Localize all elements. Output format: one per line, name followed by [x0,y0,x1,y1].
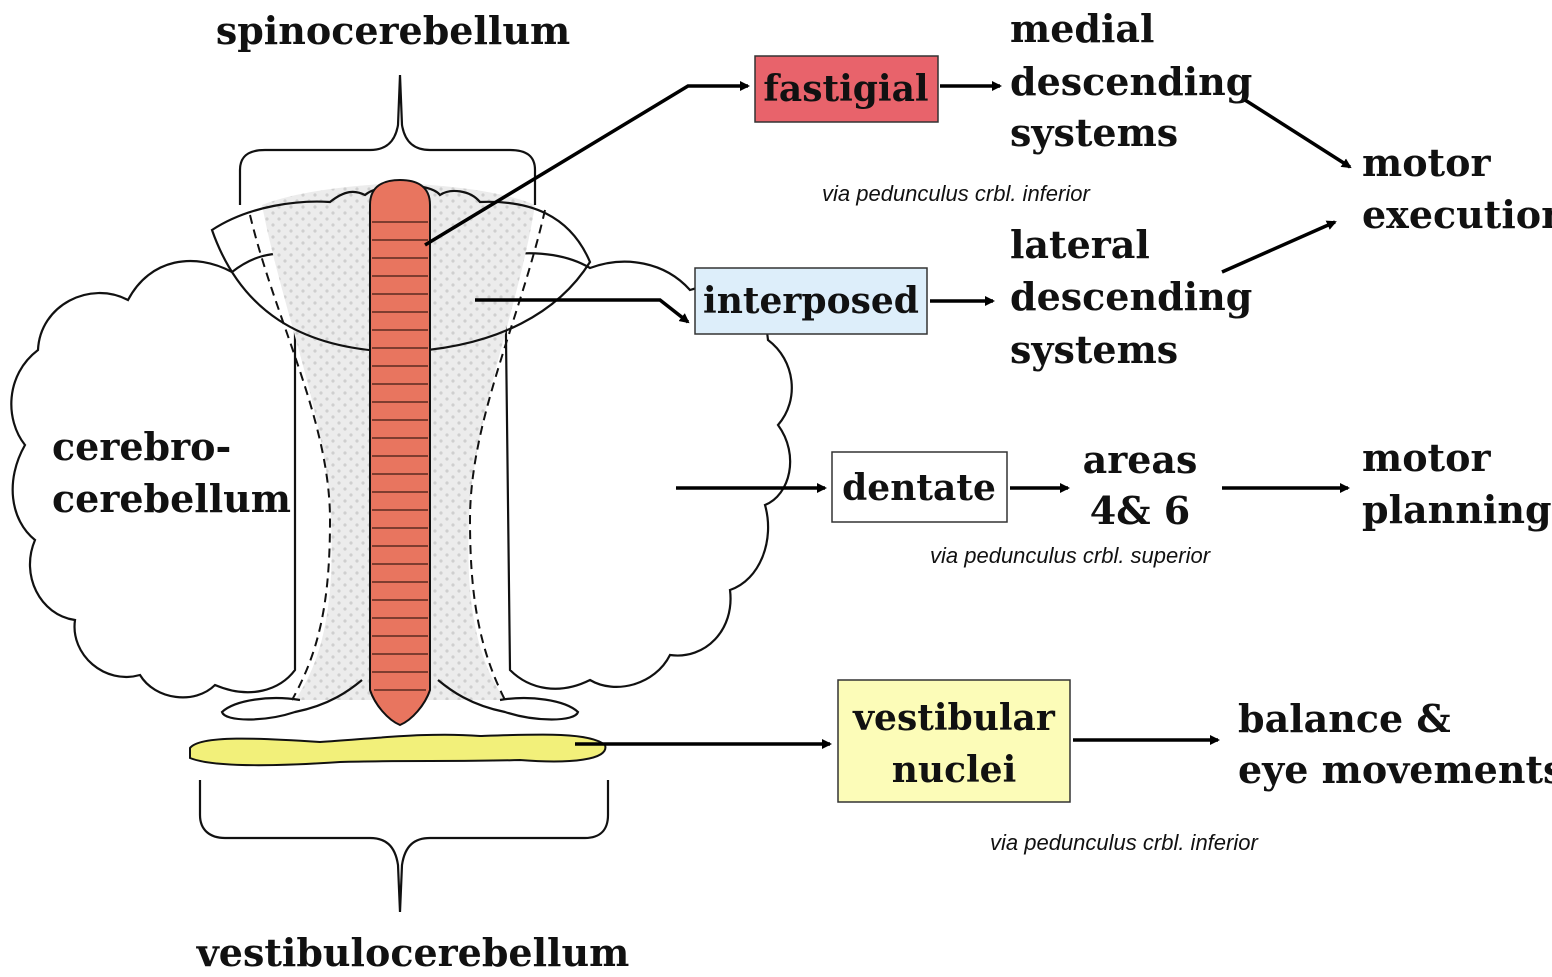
lateral-descending-line2: descending [1010,274,1252,319]
vestibular-pathway-note: via pedunculus crbl. inferior [990,830,1259,855]
medial-descending-line1: medial [1010,6,1154,51]
vestibular-label-line1: vestibular [852,697,1056,739]
lateral-to-execution-arrow [1222,222,1335,272]
vestibulocerebellum-brace [200,780,608,912]
dentate-pathway-note: via pedunculus crbl. superior [930,543,1212,568]
vermis [370,180,430,725]
vestibular-label-line2: nuclei [892,749,1017,791]
areas-line2: 4& 6 [1090,488,1190,533]
spinocerebellum-label: spinocerebellum [216,8,570,53]
fastigial-pathway-note: via pedunculus crbl. inferior [822,181,1091,206]
balance-line2: eye movements [1238,747,1552,792]
cerebrocerebellum-label-line1: cerebro- [52,424,231,469]
motor-planning-line2: planning [1362,487,1552,532]
medial-to-execution-arrow [1245,100,1350,167]
balance-line1: balance & [1238,696,1451,741]
vestibulocerebellum-label: vestibulocerebellum [196,930,630,975]
areas-line1: areas [1083,437,1198,482]
dentate-label: dentate [842,467,996,509]
motor-execution-line1: motor [1362,140,1491,185]
motor-planning-line1: motor [1362,435,1491,480]
lateral-descending-line3: systems [1010,327,1178,372]
motor-execution-line2: execution [1362,192,1552,237]
fastigial-label: fastigial [763,68,928,110]
medial-descending-line3: systems [1010,110,1178,155]
flocculonodular-lobe [190,735,605,766]
cerebrocerebellum-label-line2: cerebellum [52,476,291,521]
lateral-descending-line1: lateral [1010,222,1150,267]
medial-descending-line2: descending [1010,59,1252,104]
interposed-label: interposed [703,280,919,322]
